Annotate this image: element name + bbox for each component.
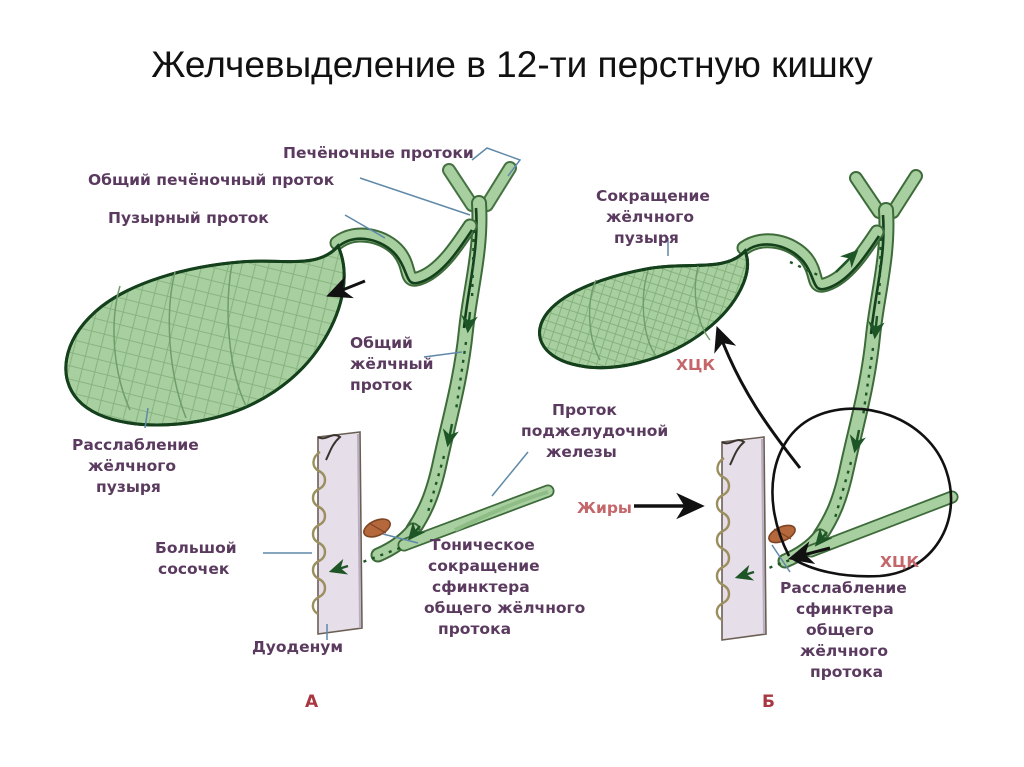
panel-b-flow-arrows [734,237,885,581]
label-cystic-duct: Пузырный проток [108,209,269,227]
panel-a-fill-arrow [326,276,366,299]
panel-letter-b: Б [762,692,775,712]
panel-a-duodenum [311,431,363,635]
panel-a-duct-tree [329,161,517,563]
panel-b-duct-tree [736,169,923,569]
label-cck-lower: ХЦК [880,553,919,571]
panel-letter-a: А [305,692,319,712]
cck-loop-arrowhead [787,541,831,564]
label-cck-upper: ХЦК [676,356,715,374]
panel-b-leaders [667,238,791,573]
panel-a-pancreatic-duct [397,484,555,552]
panel-b-pancreatic-duct [804,490,959,558]
panel-a-flow-arrows [328,229,478,575]
panel-b-sphincter [768,524,796,544]
label-fats: Жиры [577,499,632,517]
cck-to-gallbladder-arrow [714,326,802,469]
panel-b-anatomy [538,169,959,641]
panel-b-gallbladder [538,248,749,370]
panel-a-anatomy [64,147,555,640]
label-duodenum: Дуоденум [252,638,344,656]
label-common-hepatic-duct: Общий печёночный проток [88,171,335,189]
panel-a-gallbladder [64,243,346,427]
panel-b-duodenum [715,436,767,641]
page-title: Желчевыделение в 12-ти перстную кишку [151,44,873,85]
cck-feedback-loop [771,407,953,578]
panel-a-sphincter [363,518,391,538]
panel-a-leaders [144,147,529,640]
label-hepatic-ducts: Печёночные протоки [283,144,474,162]
